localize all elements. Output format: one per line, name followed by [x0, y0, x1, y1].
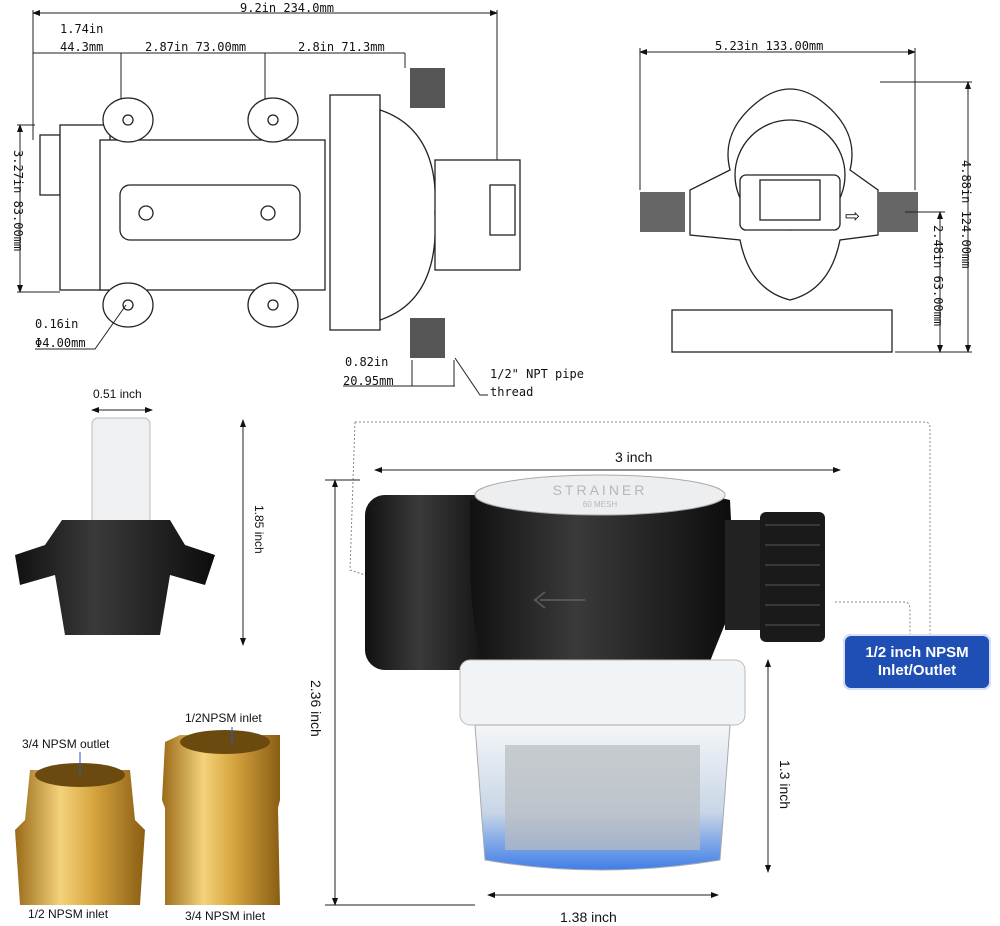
strainer-cap-text: STRAINER [553, 482, 648, 498]
head-length-label: 2.8in 71.3mm [298, 40, 385, 54]
front-width-label: 5.23in 133.00mm [715, 39, 823, 53]
thread-label-line2: thread [490, 385, 533, 399]
flow-arrow-icon: ⇨ [845, 206, 860, 226]
brass-left-bottom-label: 1/2 NPSM inlet [28, 907, 109, 921]
brass-right-bottom-label: 3/4 NPSM inlet [185, 909, 266, 923]
offset-mm-label: 44.3mm [60, 40, 103, 54]
npsm-callout-badge: 1/2 inch NPSM Inlet/Outlet [843, 634, 991, 690]
mesh-screen [505, 745, 700, 850]
outlet-thread [410, 68, 445, 108]
badge-line2: Inlet/Outlet [877, 662, 957, 679]
barb-width-label: 0.51 inch [93, 387, 142, 401]
mount-spacing-label: 2.87in 73.00mm [145, 40, 246, 54]
pump-side-view: 9.2in 234.0mm 1.74in 44.3mm 2.87in 73.00… [11, 1, 584, 399]
port-height-label: 2.48in 63.00mm [931, 225, 945, 326]
thread-label-line1: 1/2" NPT pipe [490, 367, 584, 381]
port-in-label: 0.82in [345, 355, 388, 369]
pump-front-view: 5.23in 133.00mm ⇨ 4.88in 124.00mm 2.48in… [639, 39, 973, 353]
strainer-height-label: 2.36 inch [308, 680, 324, 737]
brass-fittings: 3/4 NPSM outlet 1/2NPSM inlet 1/2 NPSM i… [15, 711, 280, 923]
front-height-label: 4.88in 124.00mm [959, 160, 973, 268]
port-mm-label: 20.95mm [343, 374, 394, 388]
front-inlet-thread [640, 192, 685, 232]
hole-in-label: 0.16in [35, 317, 78, 331]
brass-left-top-label: 3/4 NPSM outlet [22, 737, 110, 751]
overall-length-label: 9.2in 234.0mm [240, 1, 334, 15]
strainer-cap-subtext: 60 MESH [583, 500, 617, 509]
bowl-height-label: 1.3 inch [777, 760, 793, 809]
brass-right-top-label: 1/2NPSM inlet [185, 711, 262, 725]
strainer-width-label: 3 inch [615, 449, 652, 465]
flow-direction-arrow-icon [533, 591, 585, 609]
bowl-width-label: 1.38 inch [560, 909, 617, 925]
offset-in-label: 1.74in [60, 22, 103, 36]
badge-line1: 1/2 inch NPSM [865, 644, 969, 661]
inlet-thread [410, 318, 445, 358]
mount-feet [102, 97, 299, 328]
height-label: 3.27in 83.00mm [11, 150, 25, 251]
hose-barb-fitting: 0.51 inch 1.85 inch [15, 387, 266, 646]
barb-height-label: 1.85 inch [252, 505, 266, 554]
strainer: 3 inch STRAINER 60 MESH 2.36 inch 1.3 in… [308, 421, 931, 925]
hole-mm-label: Φ4.00mm [35, 336, 86, 350]
